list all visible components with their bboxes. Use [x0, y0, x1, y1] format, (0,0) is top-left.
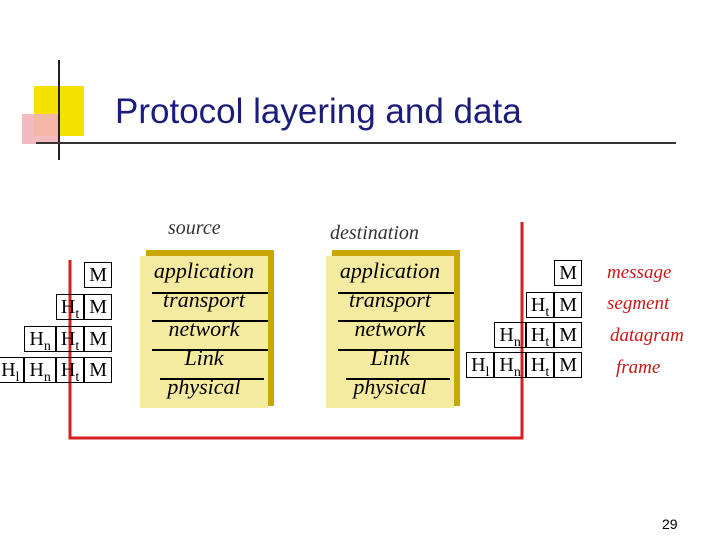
source-divider — [152, 320, 268, 322]
destination-divider — [338, 349, 454, 351]
label-segment: segment — [607, 293, 670, 314]
label-frame: frame — [616, 357, 661, 378]
source-layer-physical: physical — [167, 374, 241, 399]
source-layer-transport: transport — [163, 287, 245, 312]
decor-vertical-line — [58, 60, 60, 160]
header-box-ht: Ht — [55, 326, 85, 354]
header-box-ht: Ht — [525, 352, 555, 380]
source-layer-link: Link — [184, 345, 224, 370]
header-box-ht: Ht — [55, 294, 85, 322]
destination-divider — [338, 292, 454, 294]
header-box-hn: Hn — [494, 352, 526, 380]
destination-layer-transport: transport — [349, 287, 431, 312]
label-message: message — [607, 262, 672, 283]
header-box-m: M — [84, 262, 112, 288]
header-box-hl: Hl — [0, 357, 25, 385]
decor-horizontal-line — [36, 142, 676, 144]
destination-layer-link: Link — [370, 345, 410, 370]
source-stack: application transport network Link physi… — [140, 256, 268, 408]
right-header-row-message: M — [554, 260, 582, 286]
header-box-m: M — [554, 322, 582, 348]
header-box-hn: Hn — [24, 357, 56, 385]
label-datagram: datagram — [610, 325, 684, 346]
header-box-m: M — [554, 352, 582, 378]
header-box-ht: Ht — [525, 322, 555, 350]
header-box-m: M — [84, 357, 112, 383]
source-label: source — [168, 217, 221, 239]
decor-pink-square — [22, 114, 60, 144]
header-box-m: M — [554, 292, 582, 318]
header-box-hl: Hl — [466, 352, 495, 380]
header-box-m: M — [554, 260, 582, 286]
left-header-row-message: M — [84, 262, 112, 288]
slide-title: Protocol layering and data — [115, 92, 522, 131]
destination-stack: application transport network Link physi… — [326, 256, 454, 408]
destination-label: destination — [330, 222, 419, 244]
destination-divider — [346, 378, 450, 380]
header-box-m: M — [84, 326, 112, 352]
header-box-ht: Ht — [55, 357, 85, 385]
header-box-hn: Hn — [24, 326, 56, 354]
destination-layer-application: application — [339, 258, 441, 283]
destination-layer-physical: physical — [353, 374, 427, 399]
source-divider — [152, 292, 268, 294]
destination-layer-network: network — [354, 316, 426, 341]
source-divider — [160, 378, 264, 380]
header-box-m: M — [84, 294, 112, 320]
source-layer-application: application — [153, 258, 255, 283]
destination-divider — [338, 320, 454, 322]
header-box-ht: Ht — [525, 292, 555, 320]
source-layer-network: network — [168, 316, 240, 341]
header-box-hn: Hn — [494, 322, 526, 350]
page-number: 29 — [662, 516, 678, 532]
source-divider — [152, 349, 268, 351]
